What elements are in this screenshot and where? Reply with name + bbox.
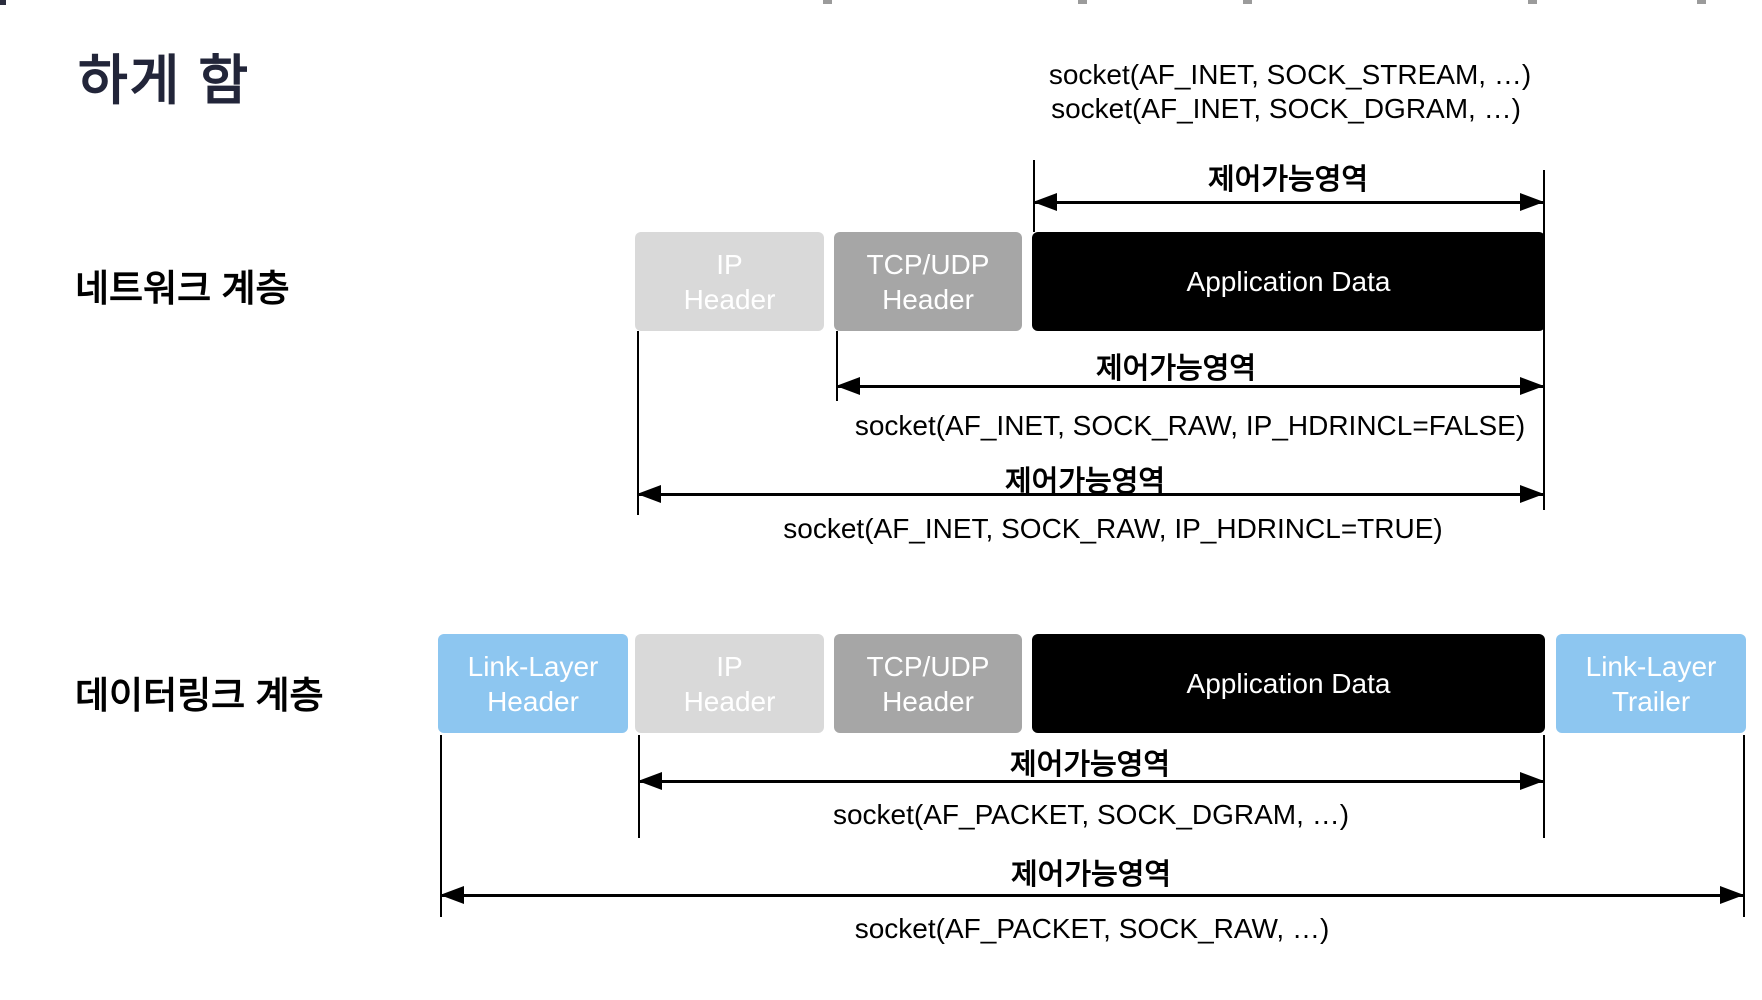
ip-header-box: IP Header (635, 232, 824, 331)
guide-line (1543, 735, 1545, 838)
box-label-line: Header (882, 283, 974, 315)
box-label-line: Header (882, 685, 974, 717)
socket-raw-true-text: socket(AF_INET, SOCK_RAW, IP_HDRINCL=TRU… (783, 513, 1443, 544)
double-arrow-packet-dgram (638, 772, 1544, 790)
control-area-label-raw-true: 제어가능영역 (1004, 466, 1166, 498)
double-arrow-raw-true (637, 485, 1544, 503)
socket-raw-false-text: socket(AF_INET, SOCK_RAW, IP_HDRINCL=FAL… (854, 410, 1526, 441)
control-area-label-raw-false: 제어가능영역 (1095, 353, 1257, 385)
guide-line (637, 331, 639, 515)
double-arrow-raw-false (836, 377, 1544, 395)
slide-title: 하게 함 (78, 51, 251, 111)
cropped-text-fragment (1697, 0, 1706, 4)
link-layer-trailer-box: Link-Layer Trailer (1556, 634, 1746, 733)
link-layer-header-box: Link-Layer Header (438, 634, 628, 733)
socket-dgram-text: socket(AF_INET, SOCK_DGRAM, …) (1051, 93, 1521, 124)
cropped-text-fragment (1078, 0, 1087, 4)
guide-line (1543, 170, 1545, 510)
box-label-line: IP (716, 248, 743, 280)
guide-line (836, 331, 838, 401)
box-label-line: Link-Layer (1585, 650, 1717, 682)
box-label-line: Header (683, 283, 776, 315)
cropped-text-fragment (1243, 0, 1252, 4)
guide-line (440, 735, 442, 917)
box-label-line: Link-Layer (467, 650, 599, 682)
box-label-line: Header (487, 685, 579, 717)
box-label-line: Trailer (1611, 685, 1691, 717)
double-arrow-packet-raw (440, 886, 1744, 904)
cropped-text-fragment (0, 0, 6, 5)
control-area-label-packet-raw: 제어가능영역 (1010, 859, 1172, 891)
socket-stream-text: socket(AF_INET, SOCK_STREAM, …) (1048, 59, 1532, 90)
application-data-box: Application Data (1032, 634, 1545, 733)
application-data-box: Application Data (1032, 232, 1545, 331)
box-label-line: Application Data (1186, 266, 1391, 297)
box-label-line: TCP/UDP (866, 248, 990, 280)
double-arrow-appdata (1033, 193, 1544, 211)
ip-header-box: IP Header (635, 634, 824, 733)
network-layer-label: 네트워크 계층 (75, 268, 290, 309)
tcp-udp-header-box: TCP/UDP Header (834, 634, 1022, 733)
datalink-layer-label: 데이터링크 계층 (75, 675, 324, 716)
cropped-text-fragment (823, 0, 832, 4)
control-area-label-appdata: 제어가능영역 (1207, 164, 1369, 196)
socket-packet-raw-text: socket(AF_PACKET, SOCK_RAW, …) (854, 913, 1330, 944)
box-label-line: Header (683, 685, 776, 717)
cropped-text-fragment (1528, 0, 1537, 4)
control-area-label-packet-dgram: 제어가능영역 (1009, 749, 1171, 781)
box-label-line: Application Data (1186, 668, 1391, 699)
tcp-udp-header-box: TCP/UDP Header (834, 232, 1022, 331)
box-label-line: IP (716, 650, 743, 682)
box-label-line: TCP/UDP (866, 650, 990, 682)
guide-line (1743, 735, 1745, 917)
socket-packet-dgram-text: socket(AF_PACKET, SOCK_DGRAM, …) (832, 799, 1350, 830)
